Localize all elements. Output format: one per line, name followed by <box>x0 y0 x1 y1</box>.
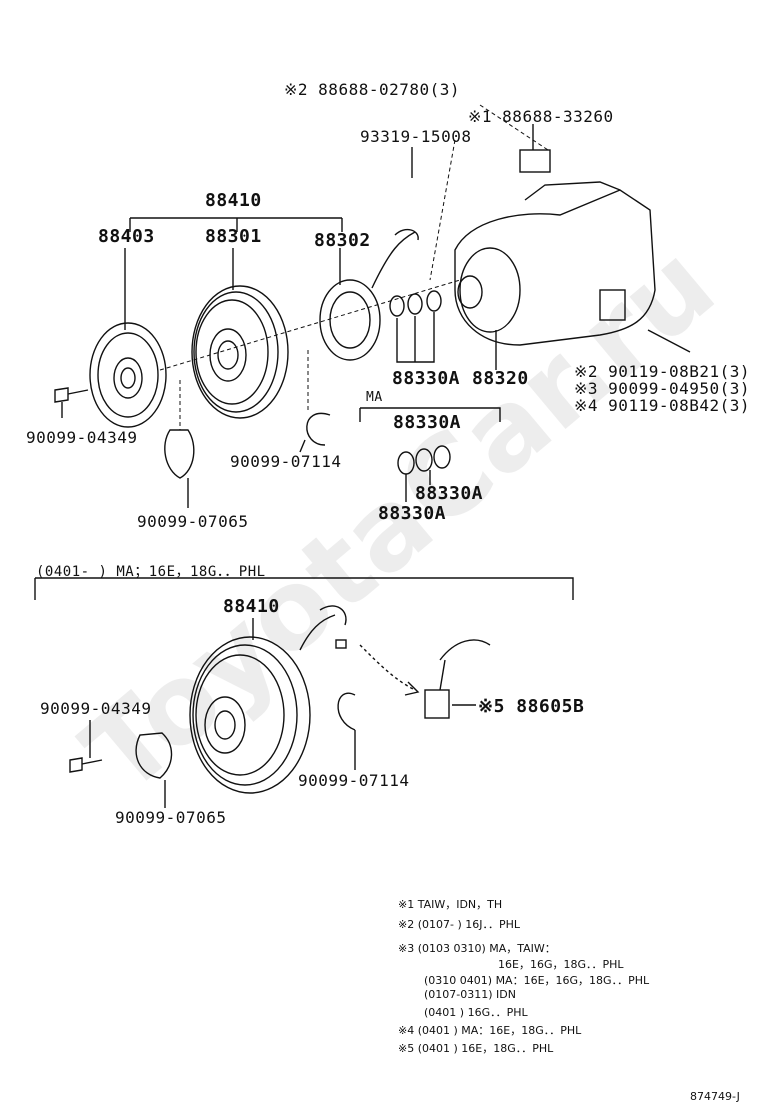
oring-2 <box>407 293 423 315</box>
label-90099-07065-top: 90099-07065 <box>137 512 249 531</box>
label-88605b: ※5 88605B <box>478 696 585 717</box>
harness-88605b <box>424 639 491 719</box>
label-90099-07114-bottom: 90099-07114 <box>298 771 410 790</box>
label-90099-07065-bottom: 90099-07065 <box>115 808 227 827</box>
label-88302: 88302 <box>314 230 371 251</box>
label-90099-04349-top: 90099-04349 <box>26 428 138 447</box>
ma-bracket <box>359 407 501 422</box>
note-2: ※2 (0107- ) 16J．．PHL <box>398 918 521 931</box>
section-bracket <box>34 577 574 600</box>
note-3-c: (0107-0311) IDN <box>424 988 516 1001</box>
figure-id: 874749-J <box>690 1090 740 1103</box>
label-88688-02780: ※2 88688-02780(3) <box>284 80 461 99</box>
clutch-plate-88403 <box>89 322 167 428</box>
label-88410-top: 88410 <box>205 190 262 211</box>
label-90099-04349-bottom: 90099-04349 <box>40 699 152 718</box>
label-ma-88330a-1: 88330A <box>393 412 462 433</box>
snap-ring-bottom <box>337 692 356 731</box>
bolt-90099-04349-top <box>54 387 89 418</box>
label-90119-08b42: ※4 90119-08B42(3) <box>574 396 751 415</box>
snap-ring-top <box>306 412 331 446</box>
label-ma-88330a-2: 88330A <box>415 483 484 504</box>
label-88688-33260: ※1 88688-33260 <box>468 107 614 126</box>
note-3-d: (0401 ) 16G．．PHL <box>424 1006 528 1019</box>
label-ma-88330a-3: 88330A <box>378 503 447 524</box>
bolt-90099-04349-bottom <box>69 720 103 773</box>
oring-1 <box>389 295 405 317</box>
label-ma: MA <box>366 390 383 405</box>
pulley-88301 <box>191 285 289 419</box>
note-3-cont: 16E，16G，18G．．PHL <box>498 958 624 971</box>
section-range-label: (0401- ) MA；16E，18G．．PHL <box>36 564 266 580</box>
label-93319-15008: 93319-15008 <box>360 127 472 146</box>
label-90099-07114-top: 90099-07114 <box>230 452 342 471</box>
label-88330a-top: 88330A <box>392 368 461 389</box>
label-88301: 88301 <box>205 226 262 247</box>
label-88410-bottom: 88410 <box>223 596 280 617</box>
label-88403: 88403 <box>98 226 155 247</box>
label-90119-08b21: ※2 90119-08B21(3) <box>574 362 751 381</box>
pulley-assembly-88410-bottom <box>189 605 347 794</box>
note-3: ※3 (0103 0310) MA，TAIW： <box>398 942 556 955</box>
note-4: ※4 (0401 ) MA：16E，18G．．PHL <box>398 1024 582 1037</box>
note-1: ※1 TAIW，IDN，TH <box>398 898 503 911</box>
bracket-88410 <box>129 217 343 232</box>
shim-bottom <box>135 732 173 779</box>
label-90099-04950: ※3 90099-04950(3) <box>574 379 751 398</box>
oring-3 <box>426 290 442 312</box>
shim-top <box>164 429 195 479</box>
compressor-88320 <box>454 149 691 353</box>
note-5: ※5 (0401 ) 16E，18G．．PHL <box>398 1042 554 1055</box>
note-3-b: (0310 0401) MA：16E，16G，18G．．PHL <box>424 974 650 987</box>
label-88320: 88320 <box>472 368 529 389</box>
coil-88302 <box>319 228 419 361</box>
